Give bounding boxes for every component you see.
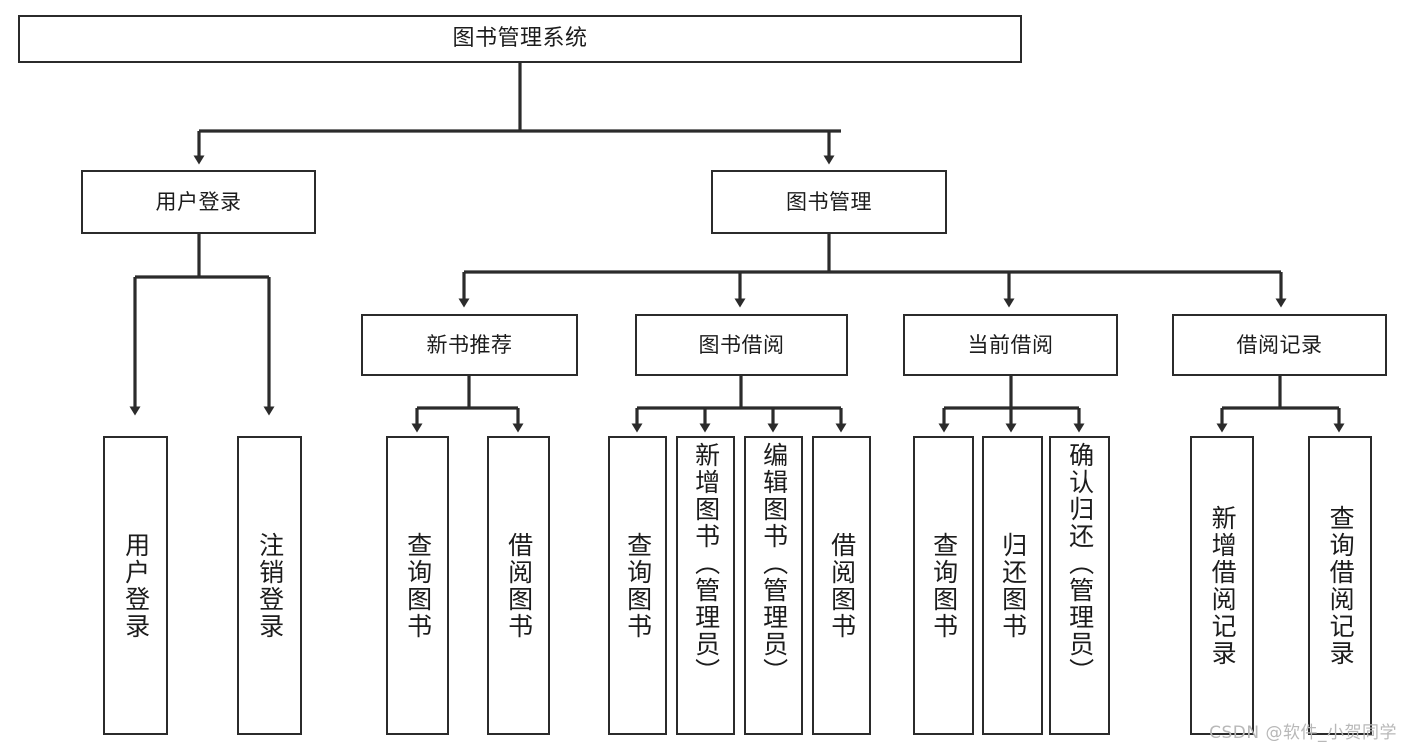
leaf-add-borrow-record[interactable]: 新增借阅记录 xyxy=(1190,436,1254,735)
leaf-query-borrow-record[interactable]: 查询借阅记录 xyxy=(1308,436,1372,735)
node-label: 用户登录 xyxy=(121,531,151,640)
node-label: 借阅记录 xyxy=(1236,332,1323,357)
node-label: 新书推荐 xyxy=(426,332,513,357)
leaf-query-book-newbook[interactable]: 查询图书 xyxy=(386,436,449,735)
node-label: 当前借阅 xyxy=(967,332,1054,357)
node-root-library-system[interactable]: 图书管理系统 xyxy=(18,15,1022,63)
leaf-borrow-book-newbook[interactable]: 借阅图书 xyxy=(487,436,550,735)
node-label: 借阅图书 xyxy=(827,531,857,640)
node-label: 归还图书 xyxy=(998,531,1028,640)
leaf-confirm-return-admin[interactable]: 确认归还（管理员） xyxy=(1049,436,1110,735)
node-label: 确认归还（管理员） xyxy=(1065,442,1095,685)
node-label: 查询图书 xyxy=(403,531,433,640)
leaf-add-book-admin[interactable]: 新增图书（管理员） xyxy=(676,436,735,735)
node-label: 注销登录 xyxy=(255,531,285,640)
node-book-management[interactable]: 图书管理 xyxy=(711,170,947,234)
leaf-edit-book-admin[interactable]: 编辑图书（管理员） xyxy=(744,436,803,735)
leaf-query-book-current[interactable]: 查询图书 xyxy=(913,436,974,735)
node-label: 图书借阅 xyxy=(698,332,785,357)
node-user-login[interactable]: 用户登录 xyxy=(81,170,316,234)
leaf-logout[interactable]: 注销登录 xyxy=(237,436,302,735)
node-label: 查询借阅记录 xyxy=(1326,504,1356,667)
node-label: 图书管理系统 xyxy=(452,26,588,52)
node-borrowing-record[interactable]: 借阅记录 xyxy=(1172,314,1387,376)
node-label: 用户登录 xyxy=(155,189,242,214)
node-label: 借阅图书 xyxy=(504,531,534,640)
node-label: 查询图书 xyxy=(623,531,653,640)
node-label: 新增借阅记录 xyxy=(1208,504,1238,667)
node-new-book-recommendation[interactable]: 新书推荐 xyxy=(361,314,578,376)
node-label: 新增图书（管理员） xyxy=(691,442,721,685)
leaf-user-login[interactable]: 用户登录 xyxy=(103,436,168,735)
node-label: 图书管理 xyxy=(786,189,872,214)
node-current-borrowing[interactable]: 当前借阅 xyxy=(903,314,1118,376)
leaf-query-book-borrow[interactable]: 查询图书 xyxy=(608,436,667,735)
node-label: 编辑图书（管理员） xyxy=(759,442,789,685)
node-label: 查询图书 xyxy=(929,531,959,640)
leaf-return-book[interactable]: 归还图书 xyxy=(982,436,1043,735)
csdn-watermark: CSDN @软件_小贺同学 xyxy=(1209,723,1397,743)
leaf-borrow-book[interactable]: 借阅图书 xyxy=(812,436,871,735)
node-book-borrowing[interactable]: 图书借阅 xyxy=(635,314,848,376)
